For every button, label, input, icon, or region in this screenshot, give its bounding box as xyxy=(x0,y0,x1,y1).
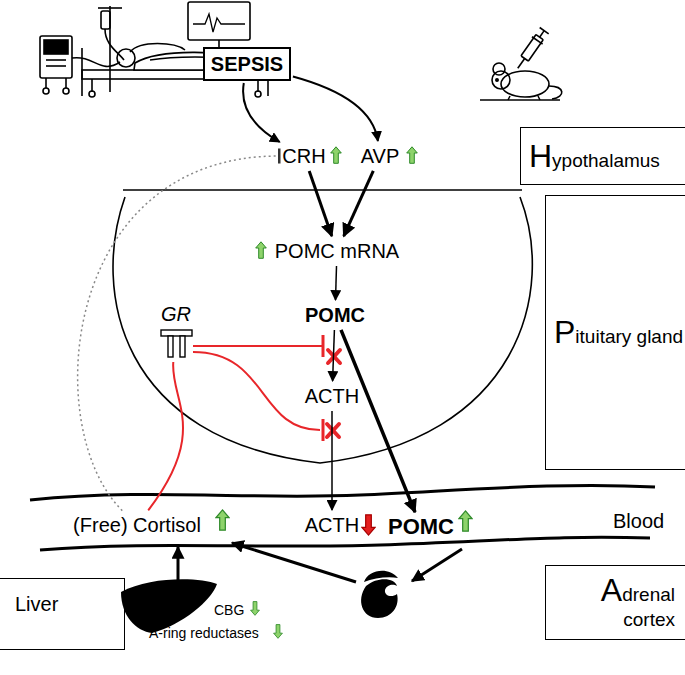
level-bracket: Pituitary gland xyxy=(545,195,685,470)
liver-illustration xyxy=(121,579,217,633)
level-bracket: Adrenal cortex xyxy=(545,565,685,640)
hormone-node: (Free) Cortisol xyxy=(62,512,212,538)
hypothalamus-border xyxy=(123,189,522,191)
flow-arrows xyxy=(178,543,462,582)
trigger-box: SEPSIS xyxy=(203,47,291,81)
precursor-node: POMC xyxy=(388,514,454,540)
precursor-node: POMC xyxy=(305,302,365,328)
node-text: POMC xyxy=(388,514,454,539)
node-text: ACTH xyxy=(305,385,359,408)
transcript-node: POMC mRNA xyxy=(272,238,402,264)
node-text: (Free) Cortisol xyxy=(73,514,201,537)
flow-connector xyxy=(341,330,415,512)
node-text: Adrenal cortex xyxy=(579,572,675,631)
hormone-node: AVP xyxy=(358,143,402,169)
adrenal-kidney-illustration xyxy=(361,571,398,618)
flow-connector xyxy=(331,411,333,510)
flow-connector xyxy=(243,83,280,142)
level-bracket: Hypothalamus xyxy=(520,127,685,185)
pituitary-outline xyxy=(113,197,532,463)
node-text: Hypothalamus xyxy=(529,138,660,175)
node-text: ACTH xyxy=(305,514,359,537)
flow-connector xyxy=(309,171,332,236)
protein-label: CBG xyxy=(214,602,244,618)
mouse-injection-illustration xyxy=(480,27,562,100)
node-text: AVP xyxy=(361,145,400,168)
change-indicators xyxy=(216,147,472,639)
node-text: POMC mRNA xyxy=(275,240,399,263)
flow-connector xyxy=(293,77,378,142)
node-text: POMC xyxy=(305,304,365,327)
hormone-node: CRH xyxy=(281,143,327,169)
blood-vessel xyxy=(30,485,655,550)
receptor-symbol xyxy=(161,330,192,357)
node-text: Pituitary gland xyxy=(554,314,683,351)
inhibition-connector xyxy=(78,156,279,511)
organ-box: Liver xyxy=(0,578,125,650)
node-text: CRH xyxy=(282,145,325,168)
inhibition-lines xyxy=(193,335,323,441)
enzyme-label: A-ring reductases xyxy=(149,625,259,641)
flow-connector xyxy=(336,266,337,300)
flow-connector xyxy=(344,171,374,236)
receptor-node: GR xyxy=(158,303,194,360)
flow-connector xyxy=(333,330,335,381)
node-text: Liver xyxy=(15,593,58,616)
node-text: SEPSIS xyxy=(211,53,283,76)
hormone-node: ACTH xyxy=(306,512,358,538)
hormone-node: ACTH xyxy=(306,383,358,409)
compartment-label: Blood xyxy=(613,510,664,533)
flow-connector xyxy=(148,362,183,510)
node-text: GR xyxy=(161,303,191,326)
